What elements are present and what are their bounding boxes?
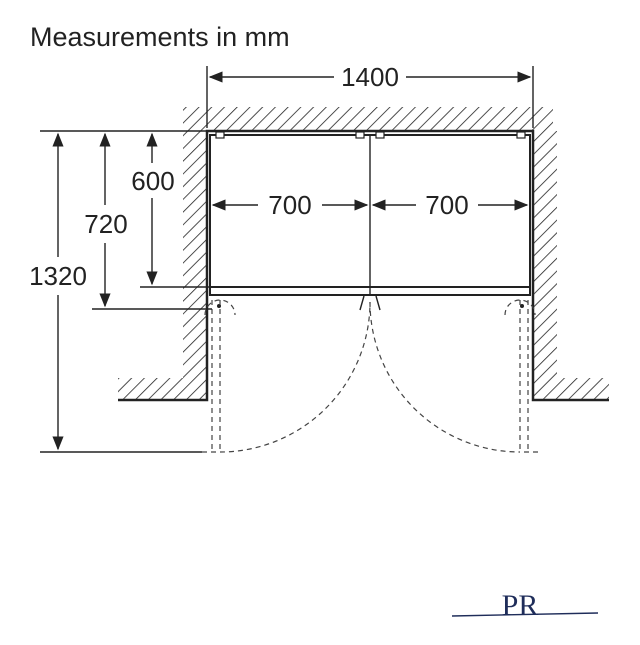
dim-label-1320: 1320 xyxy=(29,261,87,291)
dim-label-1400: 1400 xyxy=(341,62,399,92)
logo-text: PR xyxy=(502,589,539,622)
niche-wall-outline xyxy=(118,129,609,402)
extension-lines xyxy=(40,66,534,453)
diagram-title: Measurements in mm xyxy=(30,22,290,52)
brand-monogram-icon: PR xyxy=(451,589,599,622)
dimension-arrows xyxy=(52,71,532,451)
dim-label-left-700: 700 xyxy=(268,190,311,220)
appliance-outline xyxy=(209,131,531,311)
dim-label-600: 600 xyxy=(131,166,174,196)
dim-label-right-700: 700 xyxy=(425,190,468,220)
wall-hatching xyxy=(118,107,609,400)
dim-label-720: 720 xyxy=(84,209,127,239)
door-swing xyxy=(202,299,538,453)
